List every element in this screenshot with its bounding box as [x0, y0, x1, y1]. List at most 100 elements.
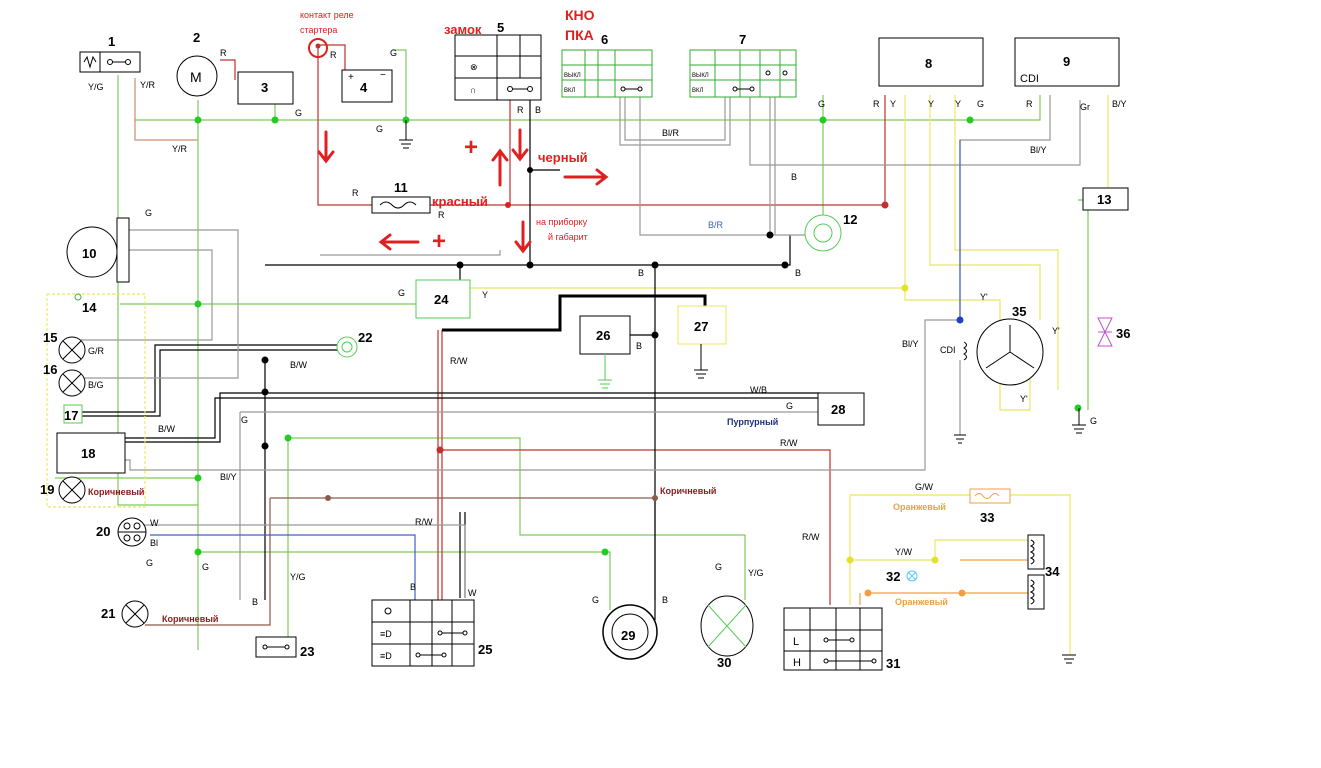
svg-text:G: G: [145, 208, 152, 218]
wire-yellow-1: [470, 95, 906, 289]
ground-symbols: [399, 120, 1086, 664]
svg-text:G: G: [786, 401, 793, 411]
component-25-switch: ≡D ≡D: [371, 599, 475, 667]
junction-dot: [194, 474, 202, 482]
svg-text:Bl/Y: Bl/Y: [1030, 145, 1047, 155]
svg-text:B: B: [791, 172, 797, 182]
low-label: L: [793, 636, 799, 648]
junction-dot: [261, 388, 269, 396]
switch-on-label: ВКЛ: [692, 88, 703, 94]
annotation-dash-1: на приборку: [536, 217, 588, 227]
junction-dot: [846, 556, 854, 564]
cdi-label-stator: CDI: [940, 345, 956, 355]
component-33-resistor: [969, 488, 1011, 504]
wire-black-8: [70, 349, 340, 417]
junction-dot: [966, 116, 974, 124]
junction-dot: [601, 548, 609, 556]
svg-text:R: R: [220, 48, 227, 58]
component-23-switch: [255, 636, 297, 658]
junction-dot: [781, 261, 789, 269]
junction-dot: [956, 316, 964, 324]
svg-text:Y/G: Y/G: [88, 82, 104, 92]
wire-red-8: [220, 59, 236, 80]
svg-text:Bl/Y: Bl/Y: [902, 339, 919, 349]
junction-dot: [194, 300, 202, 308]
number-35: 35: [1012, 304, 1026, 319]
wire-brown-1: [270, 497, 656, 600]
junction-dot: [901, 284, 909, 292]
wire-red-starter: [317, 45, 372, 206]
number-12: 12: [843, 212, 857, 227]
relay-contact-marker: [308, 38, 328, 58]
svg-text:B/Y: B/Y: [1112, 99, 1127, 109]
number-7: 7: [739, 32, 746, 47]
svg-text:B/R: B/R: [708, 220, 724, 230]
component-16-lamp: [58, 369, 86, 397]
wire-black-9: [125, 397, 820, 439]
svg-text:Y': Y': [980, 292, 988, 302]
wire-grey-7: [959, 95, 1051, 320]
component-12-horn: [804, 214, 842, 252]
annotation-black: черный: [538, 150, 588, 165]
wire-red-7: [438, 449, 831, 605]
svg-text:G: G: [592, 595, 599, 605]
wire-grey-12: [120, 524, 466, 598]
junction-dot: [651, 331, 659, 339]
svg-text:B: B: [535, 105, 541, 115]
component-31-dimmer-switch: L H: [783, 607, 883, 671]
wire-yellow-8: [954, 95, 1059, 390]
number-10: 10: [82, 246, 96, 261]
number-3: 3: [261, 80, 268, 95]
svg-text:R: R: [517, 105, 524, 115]
svg-text:W: W: [468, 588, 477, 598]
component-11-resistor: [371, 196, 431, 214]
component-32-indicator: [906, 570, 918, 582]
svg-text:G: G: [376, 124, 383, 134]
svg-text:Оранжевый: Оранжевый: [893, 502, 946, 512]
number-24: 24: [434, 292, 449, 307]
svg-text:⊗: ⊗: [470, 62, 478, 72]
svg-text:Y/G: Y/G: [748, 568, 764, 578]
red-annotations: контакт реле стартера замок КНО ПКА черн…: [300, 7, 609, 255]
number-29: 29: [621, 628, 635, 643]
wire-grey-11: [320, 250, 501, 256]
component-30-lamp: [700, 595, 754, 657]
component-10-alternator: [66, 217, 130, 283]
number-21: 21: [101, 606, 115, 621]
number-34: 34: [1045, 564, 1060, 579]
svg-text:G/R: G/R: [88, 346, 105, 356]
svg-text:W/B: W/B: [750, 385, 767, 395]
junction-dot: [261, 356, 269, 364]
wire-grey-2: [624, 95, 726, 141]
svg-text:G: G: [818, 99, 825, 109]
number-8: 8: [925, 56, 932, 71]
svg-text:G: G: [241, 415, 248, 425]
number-11: 11: [394, 180, 408, 195]
wire-brown-2: [145, 498, 271, 626]
wire-grey-3: [639, 95, 810, 236]
component-27-box: [677, 305, 727, 345]
annotation-red: красный: [432, 194, 488, 209]
svg-text:G/W: G/W: [915, 482, 934, 492]
number-32: 32: [886, 569, 900, 584]
number-9: 9: [1063, 54, 1070, 69]
junction-dot: [505, 202, 511, 208]
svg-text:R: R: [330, 50, 337, 60]
svg-text:B/G: B/G: [88, 380, 104, 390]
number-18: 18: [81, 446, 95, 461]
number-4: 4: [360, 80, 368, 95]
wire-black-6: [442, 294, 707, 332]
component-18-box: [56, 432, 126, 474]
svg-text:Bl/R: Bl/R: [662, 128, 680, 138]
number-6: 6: [601, 32, 608, 47]
switch-off-label: ВЫКЛ: [692, 73, 709, 79]
wire-green-7: [288, 437, 746, 600]
annotation-arrows: [317, 128, 609, 254]
component-6-switch: ВЫКЛ ВКЛ: [561, 49, 653, 98]
svg-text:B/W: B/W: [158, 424, 176, 434]
svg-text:Оранжевый: Оранжевый: [895, 597, 948, 607]
svg-text:−: −: [380, 70, 386, 81]
wire-green-10: [1078, 199, 1089, 410]
svg-text:Коричневый: Коричневый: [88, 487, 144, 497]
